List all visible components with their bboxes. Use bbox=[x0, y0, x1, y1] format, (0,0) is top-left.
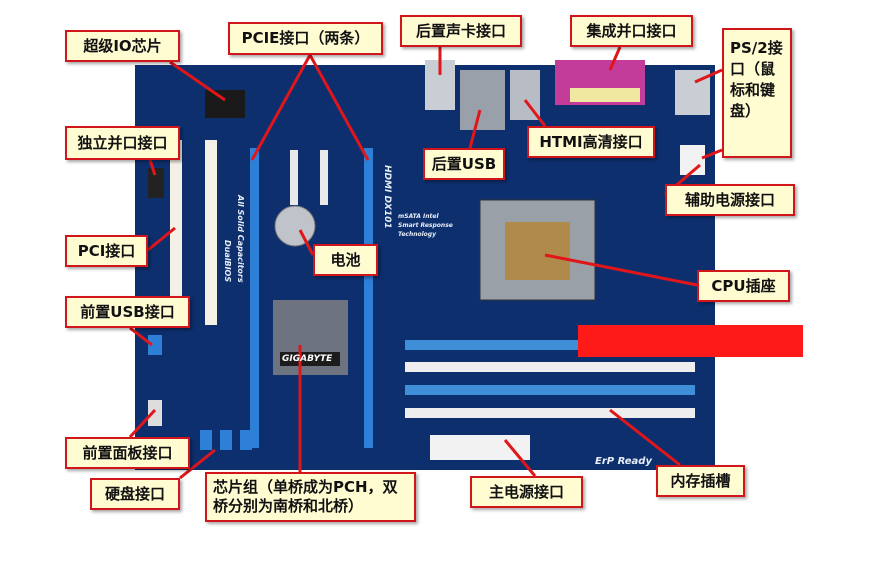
label-chipset: 芯片组（单桥成为PCH，双桥分别为南桥和北桥） bbox=[205, 472, 416, 522]
annotation-arrows bbox=[128, 46, 723, 480]
dimm-slot bbox=[405, 385, 695, 395]
sata-port bbox=[240, 430, 252, 450]
label-front-panel: 前置面板接口 bbox=[65, 437, 190, 469]
pcie-slot bbox=[364, 148, 373, 448]
dimm-slot bbox=[405, 340, 695, 350]
dimm-slot bbox=[405, 408, 695, 418]
board-bios-text: DualBIOS bbox=[223, 240, 232, 283]
label-cpu-socket: CPU插座 bbox=[697, 270, 790, 302]
parallel-header bbox=[148, 168, 164, 198]
dimm-slot bbox=[405, 362, 695, 372]
label-battery: 电池 bbox=[313, 244, 378, 276]
label-main-power: 主电源接口 bbox=[470, 476, 583, 508]
pci-slot bbox=[205, 140, 217, 325]
label-super-io: 超级IO芯片 bbox=[65, 30, 180, 62]
sata-port bbox=[200, 430, 212, 450]
front-usb-header bbox=[148, 335, 162, 355]
super-io-chip bbox=[205, 90, 245, 118]
pci-slot bbox=[170, 140, 182, 325]
label-memory: 内存插槽 bbox=[656, 465, 745, 497]
pcie-x1-slot bbox=[320, 150, 328, 205]
label-front-usb: 前置USB接口 bbox=[65, 296, 190, 328]
front-panel-header bbox=[148, 400, 162, 426]
label-pcie: PCIE接口（两条） bbox=[228, 22, 383, 55]
usb-lan-ports bbox=[460, 70, 505, 130]
atx-power-connector bbox=[430, 435, 530, 460]
label-rear-usb: 后置USB bbox=[423, 148, 505, 180]
board-caps-text: All Solid Capacitors bbox=[236, 195, 245, 283]
label-pci: PCI接口 bbox=[65, 235, 148, 267]
pcie-x1-slot bbox=[290, 150, 298, 205]
board-brand-text: GIGABYTE bbox=[282, 354, 333, 364]
board-erp-text: ErP Ready bbox=[595, 456, 652, 467]
board-model-text: HDMI DX101 bbox=[382, 165, 392, 229]
label-aux-power: 辅助电源接口 bbox=[665, 184, 795, 216]
label-parallel-standalone: 独立并口接口 bbox=[65, 126, 180, 160]
label-ps2: PS/2接口（鼠标和键盘） bbox=[722, 28, 792, 158]
redaction-bar bbox=[578, 325, 803, 357]
cmos-battery bbox=[274, 205, 316, 247]
label-parallel-integrated: 集成并口接口 bbox=[570, 15, 693, 47]
label-rear-audio: 后置声卡接口 bbox=[400, 15, 522, 47]
pcie-slot bbox=[250, 148, 259, 448]
board-msata-text: mSATA Intel Smart Response Technology bbox=[398, 213, 453, 238]
sata-port bbox=[220, 430, 232, 450]
label-hdmi: HTMI高清接口 bbox=[527, 126, 655, 158]
label-sata: 硬盘接口 bbox=[90, 478, 180, 510]
